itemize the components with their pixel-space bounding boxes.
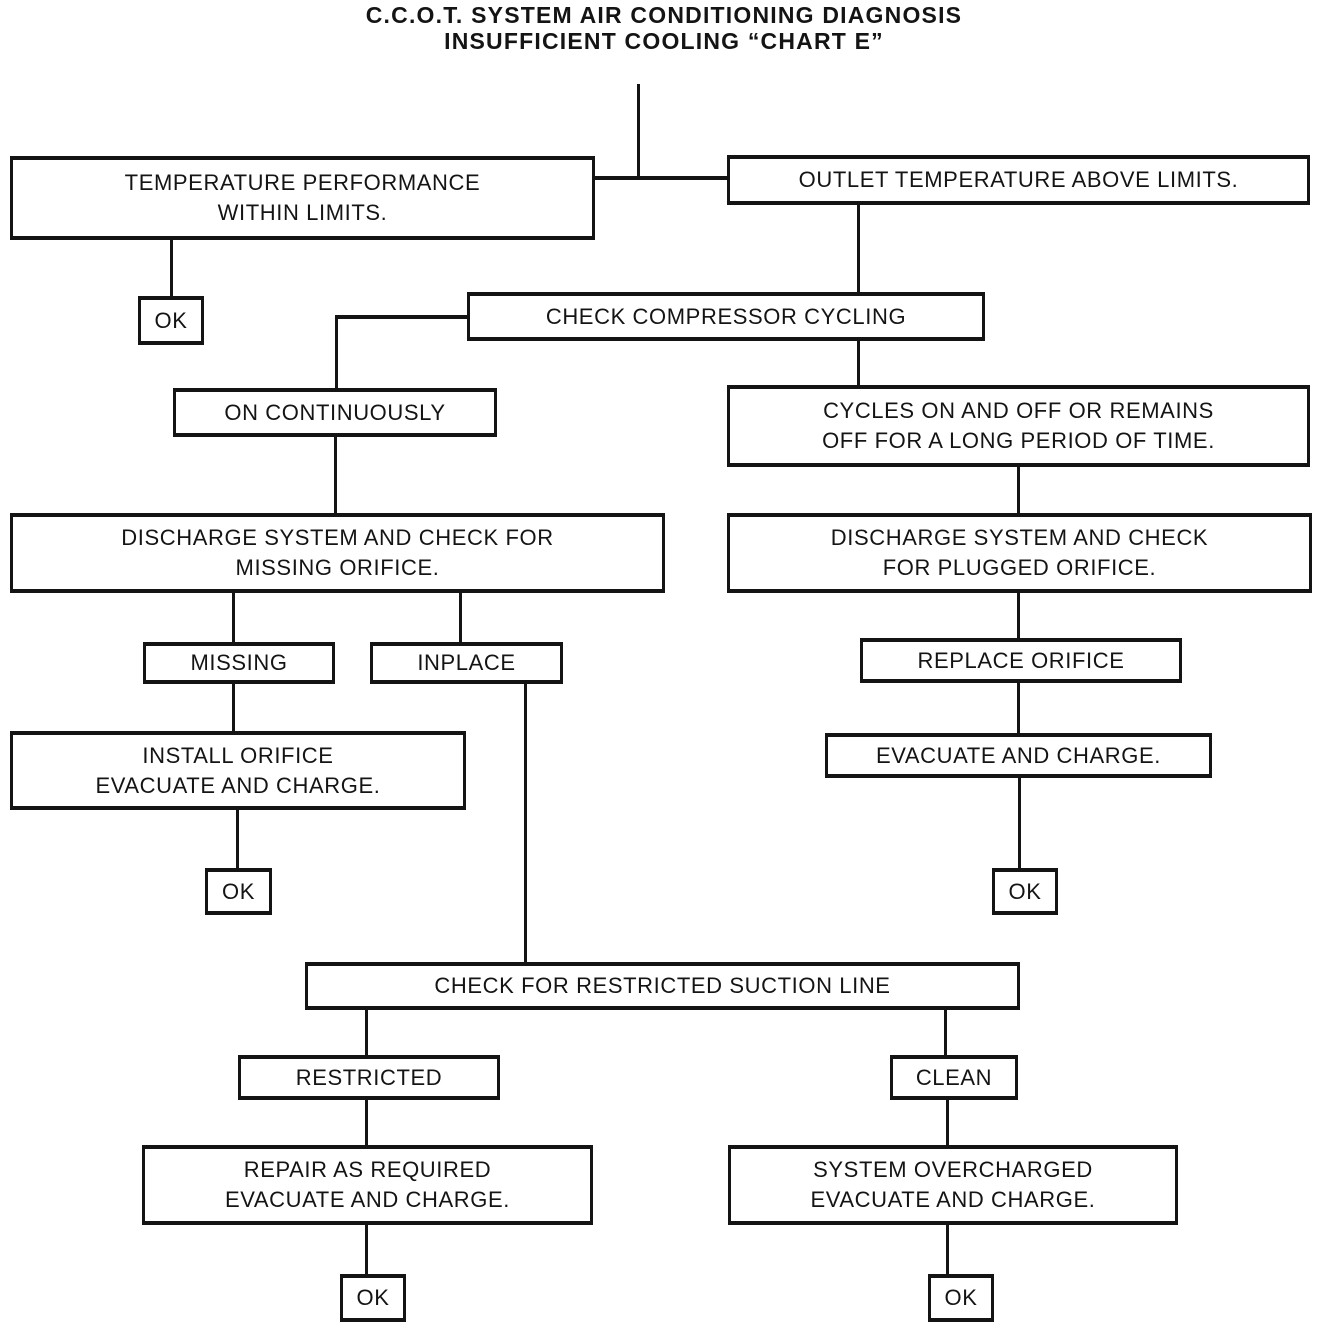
node-ok-evacuate: OK [992,868,1058,915]
node-discharge-check-plugged-orifice: DISCHARGE SYSTEM AND CHECK FOR PLUGGED O… [727,513,1312,593]
node-ok-repair: OK [340,1274,406,1322]
edge-oncontinuously-discharge [334,437,337,513]
node-cycles-on-off: CYCLES ON AND OFF OR REMAINS OFF FOR A L… [727,385,1310,467]
node-inplace: INPLACE [370,642,563,684]
node-restricted: RESTRICTED [238,1055,500,1100]
edge-repair-ok [365,1225,368,1274]
edge-clean-overcharged [946,1100,949,1145]
node-system-overcharged: SYSTEM OVERCHARGED EVACUATE AND CHARGE. [728,1145,1178,1225]
node-missing: MISSING [143,642,335,684]
node-clean: CLEAN [890,1055,1018,1100]
edge-title-junction [637,84,640,178]
node-check-restricted-suction-line: CHECK FOR RESTRICTED SUCTION LINE [305,962,1020,1010]
edge-inplace-checkrestricted [524,684,527,962]
node-outlet-above-limits: OUTLET TEMPERATURE ABOVE LIMITS. [727,155,1310,205]
edge-junction-horizontal [595,176,727,180]
node-replace-orifice: REPLACE ORIFICE [860,638,1182,683]
edge-checkcycling-elbow-horizontal [335,315,467,319]
node-install-orifice-evacuate-charge: INSTALL ORIFICE EVACUATE AND CHARGE. [10,731,466,810]
node-ok-temperature: OK [138,296,204,345]
edge-discharge-replaceorifice [1017,593,1020,638]
edge-replace-evacuate [1017,683,1020,733]
edge-overcharged-ok [946,1225,949,1274]
node-ok-install: OK [205,868,272,915]
node-on-continuously: ON CONTINUOUSLY [173,388,497,437]
node-check-compressor-cycling: CHECK COMPRESSOR CYCLING [467,292,985,341]
edge-outlet-checkcycling [857,205,860,292]
edge-cycles-discharge [1017,467,1020,513]
edge-checkcycling-oncontinuously [335,315,338,388]
edge-checkrestricted-restricted [365,1010,368,1055]
node-temperature-within-limits: TEMPERATURE PERFORMANCE WITHIN LIMITS. [10,156,595,240]
node-evacuate-and-charge: EVACUATE AND CHARGE. [825,733,1212,778]
edge-missing-install [232,684,235,731]
node-ok-overcharged: OK [928,1274,994,1322]
node-discharge-check-missing-orifice: DISCHARGE SYSTEM AND CHECK FOR MISSING O… [10,513,665,593]
edge-discharge-missing [232,593,235,642]
edge-checkrestricted-clean [944,1010,947,1055]
edge-evacuate-ok [1018,778,1021,868]
edge-temperature-ok [170,240,173,296]
node-repair-as-required: REPAIR AS REQUIRED EVACUATE AND CHARGE. [142,1145,593,1225]
edge-restricted-repair [365,1100,368,1145]
edge-install-ok [236,810,239,868]
edge-checkcycling-cycles [857,341,860,385]
chart-title: C.C.O.T. SYSTEM AIR CONDITIONING DIAGNOS… [365,2,963,55]
edge-discharge-inplace [459,593,462,642]
